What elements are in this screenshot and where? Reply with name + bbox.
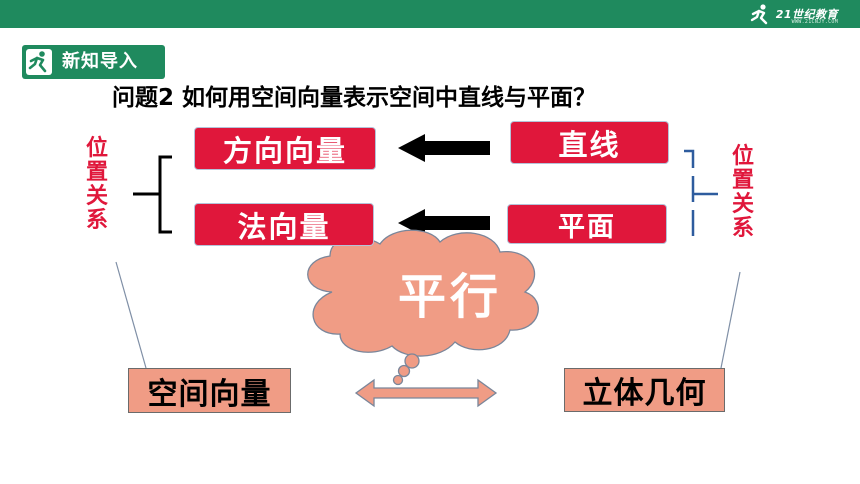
left-position-relation-label: 位置关系 [85,136,108,233]
space-vector-box: 空间向量 [128,368,291,413]
left-brace [133,155,172,234]
question-text: 问题2 如何用空间向量表示空间中直线与平面？ [112,85,597,111]
section-badge: 新知导入 [22,45,165,79]
cloud-label: 平行 [397,269,502,325]
logo-url: WWW.21CNJY.COM [791,19,838,25]
logo: 21世纪教育 [749,2,838,26]
double-arrow [354,378,498,408]
top-banner: 21世纪教育 WWW.21CNJY.COM [0,0,860,28]
plane-box: 平面 [507,204,667,244]
line-box: 直线 [510,121,669,164]
connector-left [115,261,147,369]
right-position-relation-label: 位置关系 [731,144,754,241]
arrow-line-to-direction [398,134,490,162]
solid-geometry-box: 立体几何 [564,368,725,412]
direction-vector-box: 方向向量 [194,127,376,170]
badge-label: 新知导入 [62,51,138,72]
logo-text: 21世纪教育 [775,8,838,21]
connector-right [720,271,741,369]
runner-logo-icon [750,4,767,25]
runner-icon [26,49,52,75]
thought-cloud [307,229,539,386]
right-bracket [684,149,718,239]
normal-vector-box: 法向量 [194,203,374,246]
